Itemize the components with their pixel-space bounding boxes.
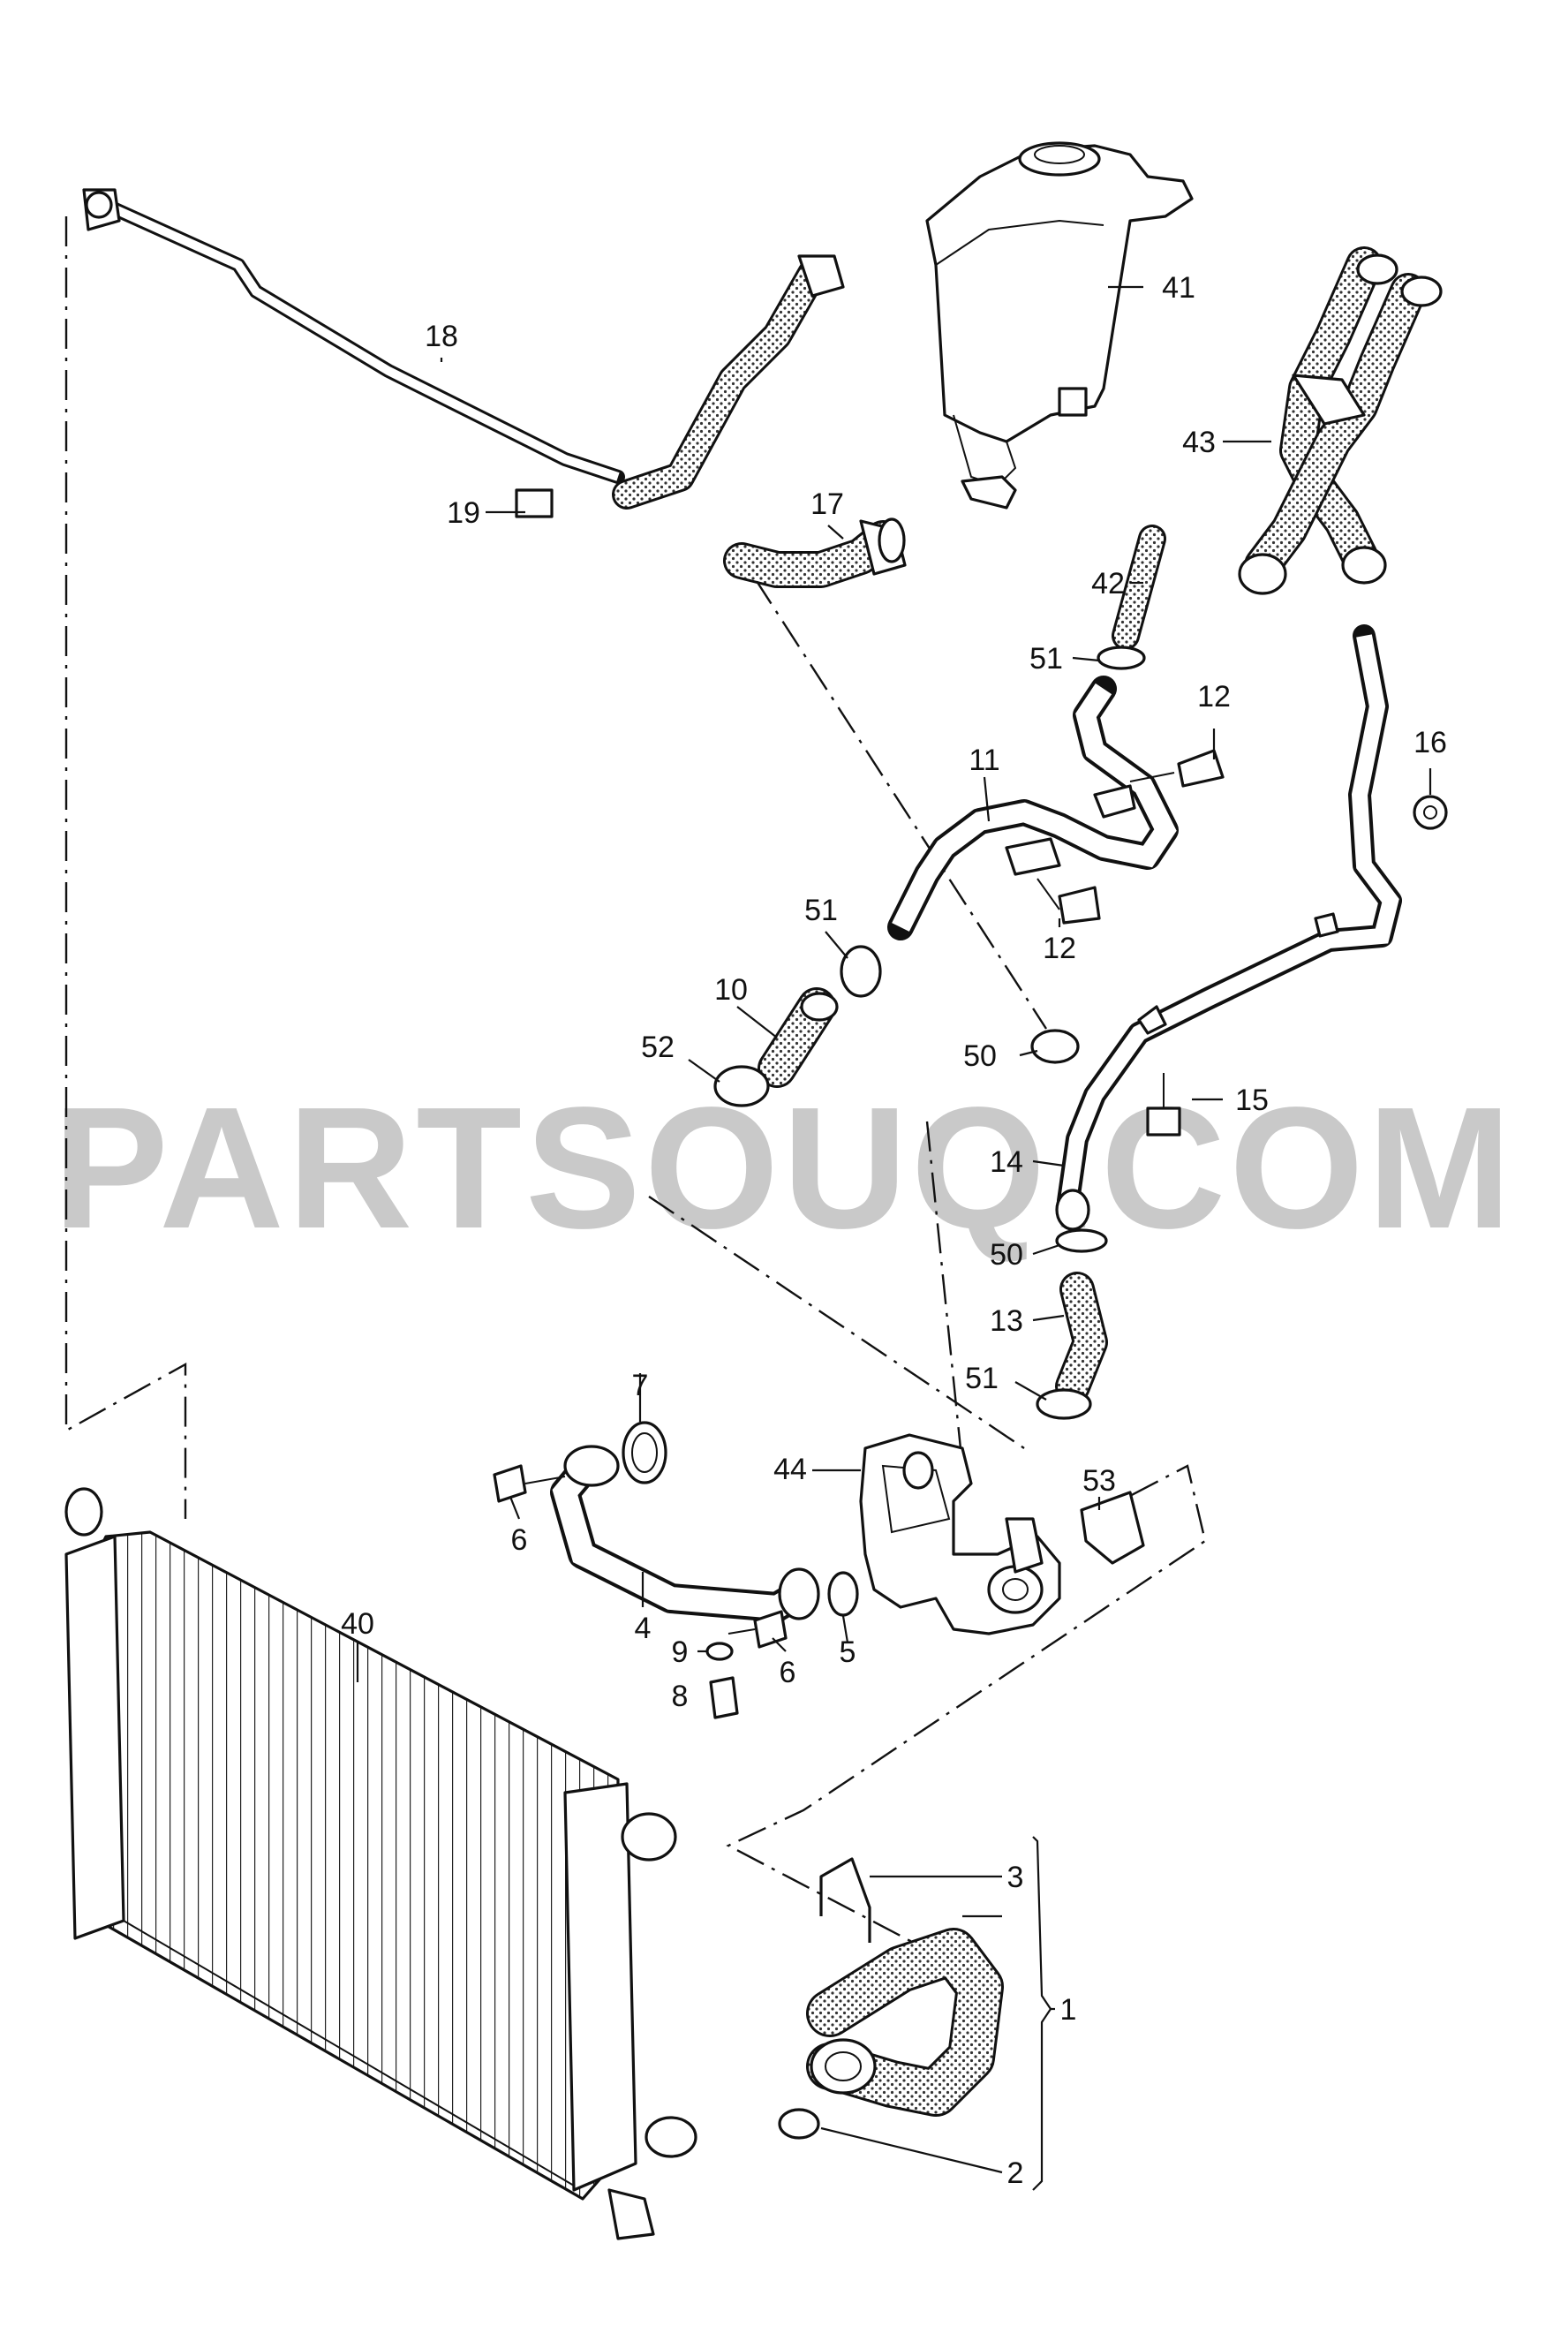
- small-fasteners: [493, 1464, 788, 1719]
- callout-11: 11: [969, 744, 999, 777]
- callouts: 18 19 17 41 43 42 51 12 11 16 51 12 10 5…: [341, 271, 1447, 2190]
- callout-19: 19: [447, 496, 480, 530]
- part-53-clamp: [1080, 1491, 1145, 1565]
- part-43-heater-hoses: [1238, 246, 1443, 595]
- part-1-lower-hose-assembly: [778, 1857, 1004, 2140]
- hose-clamps: [713, 646, 1146, 1420]
- callout-12-a: 12: [1197, 680, 1231, 714]
- leader-lines: [356, 285, 1432, 2191]
- callout-6-b: 6: [780, 1656, 796, 1689]
- part-41-expansion-tank: [925, 141, 1194, 510]
- callout-14: 14: [990, 1145, 1023, 1179]
- part-4-coolant-pipe: [550, 1421, 859, 1622]
- callout-6-a: 6: [511, 1523, 528, 1557]
- part-18-breather-pipe: [82, 188, 845, 518]
- part-40-radiator: [64, 1487, 697, 2240]
- callout-51-a: 51: [1029, 642, 1063, 676]
- callout-10: 10: [714, 973, 748, 1007]
- callout-12-b: 12: [1043, 932, 1076, 965]
- callout-8: 8: [672, 1680, 689, 1713]
- callout-15: 15: [1235, 1084, 1269, 1117]
- callout-51-c: 51: [965, 1362, 999, 1395]
- callout-53: 53: [1082, 1464, 1116, 1498]
- reference-lines: [64, 216, 1207, 1945]
- callout-50-a: 50: [963, 1039, 997, 1073]
- callout-16: 16: [1413, 726, 1447, 759]
- callout-9: 9: [672, 1635, 689, 1669]
- callout-13: 13: [990, 1304, 1023, 1338]
- callout-43: 43: [1182, 426, 1216, 459]
- callout-7: 7: [632, 1369, 649, 1402]
- callout-1: 1: [1060, 1993, 1077, 2027]
- part-17-hose: [723, 517, 907, 588]
- callout-4: 4: [635, 1612, 652, 1645]
- watermark: PARTSOUQ.COM: [53, 1071, 1515, 1265]
- part-44-thermostat-housing: [859, 1433, 1061, 1635]
- part-10-hose: [758, 987, 839, 1088]
- callout-5: 5: [840, 1635, 856, 1669]
- callout-41: 41: [1162, 271, 1195, 305]
- bolts: [1037, 749, 1448, 1137]
- part-11-coolant-pipe: [887, 676, 1179, 940]
- callout-17: 17: [810, 487, 844, 521]
- callout-52: 52: [641, 1031, 675, 1064]
- callout-2: 2: [1007, 2156, 1024, 2190]
- part-42-small-hose: [1112, 525, 1166, 650]
- callout-18: 18: [425, 320, 458, 353]
- callout-40: 40: [341, 1607, 374, 1641]
- part-13-hose: [1055, 1272, 1108, 1404]
- callout-50-b: 50: [990, 1238, 1023, 1272]
- callout-51-b: 51: [804, 894, 838, 927]
- callout-3: 3: [1007, 1861, 1024, 1894]
- callout-42: 42: [1091, 567, 1125, 600]
- callout-44: 44: [773, 1453, 807, 1486]
- part-14-coolant-pipe: [1055, 624, 1402, 1231]
